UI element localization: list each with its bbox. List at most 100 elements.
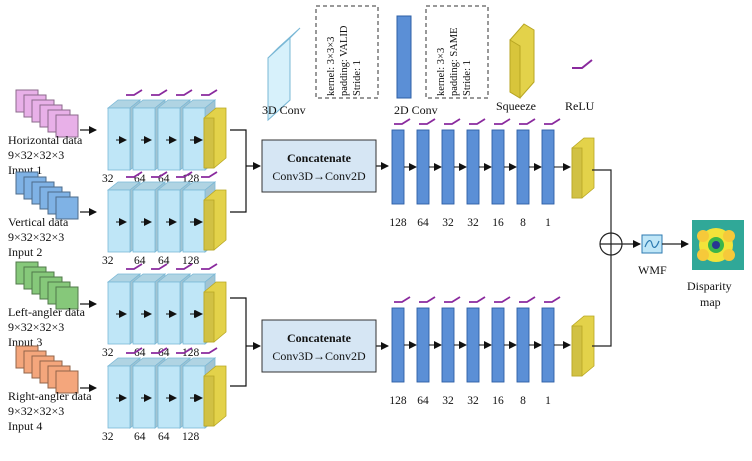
- conv3d-filter-count: 64: [134, 255, 146, 267]
- relu-icon: [469, 296, 486, 303]
- relu-icon: [151, 171, 168, 178]
- connector-branches-1-2-to-concat: [230, 129, 261, 213]
- connector-bottom-branch-to-sum: [592, 255, 612, 347]
- input-dims: 9×32×32×3: [8, 148, 64, 162]
- conv3d-filter-count: 32: [102, 255, 114, 267]
- wmf-label: WMF: [638, 263, 667, 277]
- squeeze-block: [571, 315, 595, 377]
- input-frame: [55, 286, 79, 310]
- input-dims: 9×32×32×3: [8, 320, 64, 334]
- legend-conv2d-kernel-line2: padding: SAME: [449, 27, 460, 96]
- conv3d-filter-count: 128: [182, 431, 200, 443]
- conv2d-filter-count: 32: [467, 395, 479, 407]
- connector-branches-3-4-to-concat: [230, 297, 261, 387]
- relu-icon: [444, 118, 461, 125]
- conv2d-block: [441, 118, 467, 205]
- conv2d-block: [391, 296, 417, 383]
- relu-icon: [201, 263, 218, 270]
- concat-box-top: Concatenate Conv3D→Conv2D: [261, 139, 377, 193]
- conv2d-filter-count: 64: [417, 217, 429, 229]
- relu-icon: [394, 296, 411, 303]
- conv3d-filter-count: 128: [182, 347, 200, 359]
- relu-icon: [176, 347, 193, 354]
- sum-node: [599, 232, 623, 256]
- conv2d-block: [541, 118, 561, 205]
- relu-icon: [201, 347, 218, 354]
- conv2d-block: [491, 296, 517, 383]
- input-name: Horizontal data: [8, 133, 83, 147]
- conv2d-block: [466, 118, 492, 205]
- legend-conv2d-label: 2D Conv: [394, 103, 438, 117]
- conv3d-block: [156, 263, 193, 345]
- relu-icon: [176, 263, 193, 270]
- conv3d-filter-count: 32: [102, 431, 114, 443]
- input-name: Right-angler data: [8, 389, 92, 403]
- legend-conv2d-block: [396, 15, 412, 99]
- conv2d-filter-count: 32: [442, 395, 454, 407]
- relu-icon: [494, 118, 511, 125]
- conv2d-block: [466, 296, 492, 383]
- input-name: Left-angler data: [8, 305, 86, 319]
- relu-icon: [151, 89, 168, 96]
- relu-icon: [394, 118, 411, 125]
- relu-icon: [544, 118, 561, 125]
- relu-icon: [176, 89, 193, 96]
- conv2d-filter-count: 128: [389, 217, 407, 229]
- concat-box-bottom: Concatenate Conv3D→Conv2D: [261, 319, 377, 373]
- wmf-filter: WMF: [638, 234, 667, 277]
- conv2d-filter-count: 16: [492, 395, 504, 407]
- conv3d-filter-count: 64: [158, 255, 170, 267]
- legend-squeeze: Squeeze: [496, 23, 536, 113]
- input-stack: [15, 89, 79, 138]
- conv2d-block: [491, 118, 517, 205]
- squeeze-block: [190, 281, 227, 343]
- legend-squeeze-label: Squeeze: [496, 99, 536, 113]
- squeeze-block: [190, 365, 227, 427]
- conv3d-filter-count: 32: [102, 347, 114, 359]
- legend-relu-label: ReLU: [565, 99, 595, 113]
- conv2d-filter-count: 128: [389, 395, 407, 407]
- output-label-line2: map: [700, 295, 721, 309]
- conv2d-filter-count: 1: [545, 217, 551, 229]
- conv2d-filter-count: 16: [492, 217, 504, 229]
- relu-icon: [151, 347, 168, 354]
- legend-relu-icon: [572, 59, 593, 69]
- conv2d-filter-count: 64: [417, 395, 429, 407]
- wave-icon: [644, 240, 660, 248]
- conv3d-filter-count: 32: [102, 173, 114, 185]
- legend-conv2d-kernel-line1: kernel: 3×3: [436, 48, 447, 96]
- conv2d-filter-count: 1: [545, 395, 551, 407]
- legend-conv3d: 3D Conv kernel: 3×3×3 padding: VALID Str…: [262, 5, 379, 122]
- relu-icon: [419, 118, 436, 125]
- conv3d-filter-count: 64: [158, 347, 170, 359]
- conv2d-block: [441, 296, 467, 383]
- conv3d-block: [106, 347, 143, 429]
- relu-icon: [151, 263, 168, 270]
- legend-conv2d-kernel-box: [425, 5, 489, 99]
- output-label-line1: Disparity: [687, 279, 732, 293]
- relu-icon: [126, 347, 143, 354]
- input-frame: [55, 370, 79, 394]
- legend-conv3d-kernel-line3: Stride: 1: [352, 60, 363, 96]
- relu-icon: [176, 171, 193, 178]
- input-stack: [15, 171, 79, 220]
- legend-conv3d-kernel-line1: kernel: 3×3×3: [326, 37, 337, 96]
- conv2d-block: [391, 118, 417, 205]
- conv2d-filter-count: 32: [442, 217, 454, 229]
- input-dims: 9×32×32×3: [8, 230, 64, 244]
- relu-icon: [201, 171, 218, 178]
- input-stack: [15, 261, 79, 310]
- flower-icon: [697, 228, 735, 262]
- conv2d-filter-count: 32: [467, 217, 479, 229]
- relu-icon: [201, 89, 218, 96]
- relu-icon: [519, 118, 536, 125]
- concat-sub: Conv3D→Conv2D: [272, 349, 366, 363]
- conv3d-filter-count: 64: [134, 347, 146, 359]
- conv3d-filter-count: 64: [158, 173, 170, 185]
